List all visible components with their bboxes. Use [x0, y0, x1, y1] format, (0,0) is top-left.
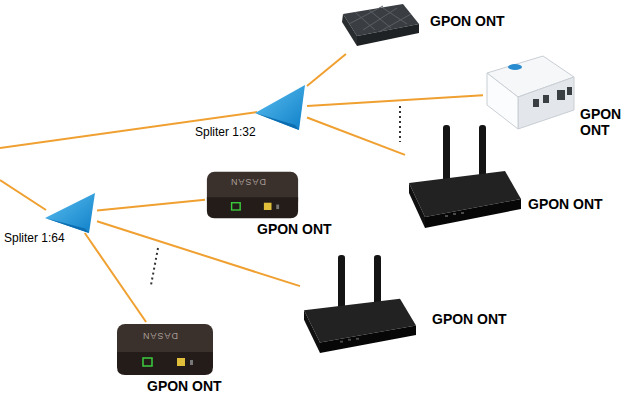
device-label: GPON ONT: [428, 13, 507, 29]
ont-device-drawing: [304, 255, 416, 353]
fiber-link: [307, 95, 483, 106]
splitter-label: Spliter 1:32: [193, 126, 258, 140]
device-label: GPON ONT: [255, 221, 334, 237]
splitter-node-icon: [255, 85, 307, 130]
ont-device-drawing: [207, 172, 298, 218]
splitter-node: Spliter 1:32: [255, 85, 307, 130]
ont-device-drawing: [342, 4, 419, 46]
ont-device-drawing: [117, 324, 213, 375]
ont-device-drawing: [487, 56, 574, 129]
device-label: GPON ONT: [578, 106, 632, 138]
more-dots: [399, 106, 401, 142]
splitter-node-icon: [45, 193, 97, 233]
fiber-link: [307, 54, 346, 86]
fiber-link: [97, 200, 205, 211]
ont-device: GPON ONT: [115, 322, 215, 377]
ont-device-icon: [405, 125, 523, 230]
ont-device-icon: [483, 55, 575, 130]
ont-device: GPON ONT: [300, 255, 418, 355]
ont-device: GPON ONT: [405, 125, 523, 230]
ont-device: GPON ONT: [335, 2, 420, 54]
splitter-label: Spliter 1:64: [2, 232, 67, 246]
splitter-node-drawing: [255, 85, 305, 130]
ont-device-icon: [115, 322, 215, 377]
ont-device: GPON ONT: [483, 55, 575, 130]
device-label: GPON ONT: [430, 311, 509, 327]
fiber-link: [85, 233, 146, 322]
brand-logo: DASAN: [230, 177, 266, 187]
ont-device-drawing: [409, 125, 521, 228]
ont-device-icon: [300, 255, 418, 355]
ont-device-icon: [335, 2, 420, 54]
brand-logo: DASAN: [142, 331, 178, 341]
device-label: GPON ONT: [526, 196, 605, 212]
feeder-fiber: [0, 180, 46, 210]
device-label: GPON ONT: [145, 378, 224, 394]
splitter-node-drawing: [45, 193, 95, 233]
more-dots: [151, 248, 158, 285]
fiber-link: [307, 117, 405, 154]
splitter-node: Spliter 1:64: [45, 193, 97, 233]
feeder-fiber: [0, 112, 257, 148]
